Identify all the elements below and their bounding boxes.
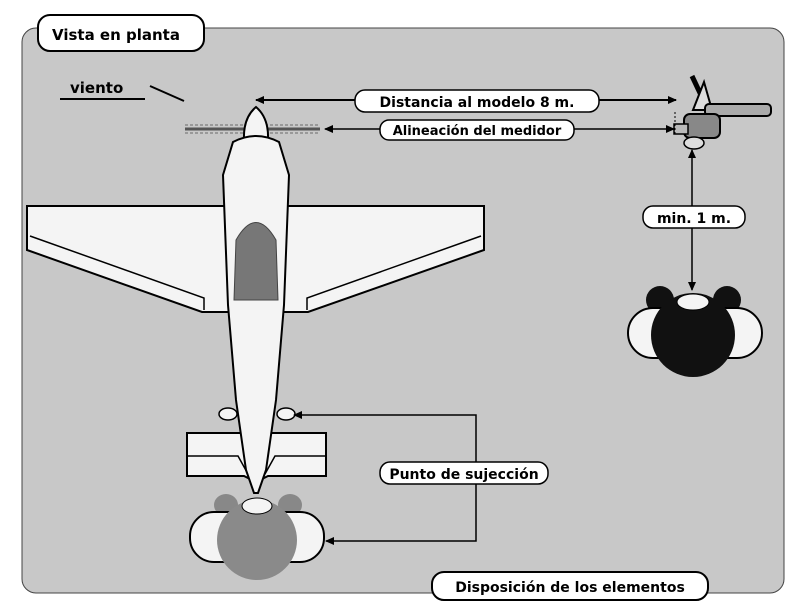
distance-indicator: Distancia al modelo 8 m. <box>255 89 677 113</box>
airplane-icon <box>26 105 485 494</box>
title-tab: Vista en planta <box>37 14 205 52</box>
tail-wheel-left <box>218 407 238 421</box>
observer-person-icon <box>627 286 763 377</box>
alignment-label: Alineación del medidor <box>393 124 562 139</box>
alignment-indicator: Alineación del medidor <box>324 119 675 141</box>
diagram-caption: Disposición de los elementos <box>455 580 685 596</box>
tail-wheel-right <box>276 407 296 421</box>
page-title: Vista en planta <box>52 26 180 44</box>
distance-label: Distancia al modelo 8 m. <box>380 95 575 111</box>
min-distance-indicator: min. 1 m. <box>642 149 746 291</box>
attach-point-label: Punto de sujección <box>389 467 538 483</box>
wind-label: viento <box>70 79 123 97</box>
attach-point-indicator: Punto de sujección <box>293 411 549 545</box>
min-distance-label: min. 1 m. <box>657 211 731 227</box>
sound-meter-icon <box>673 74 772 150</box>
wind-indicator: viento <box>60 79 185 102</box>
caption-tab: Disposición de los elementos <box>431 571 709 601</box>
